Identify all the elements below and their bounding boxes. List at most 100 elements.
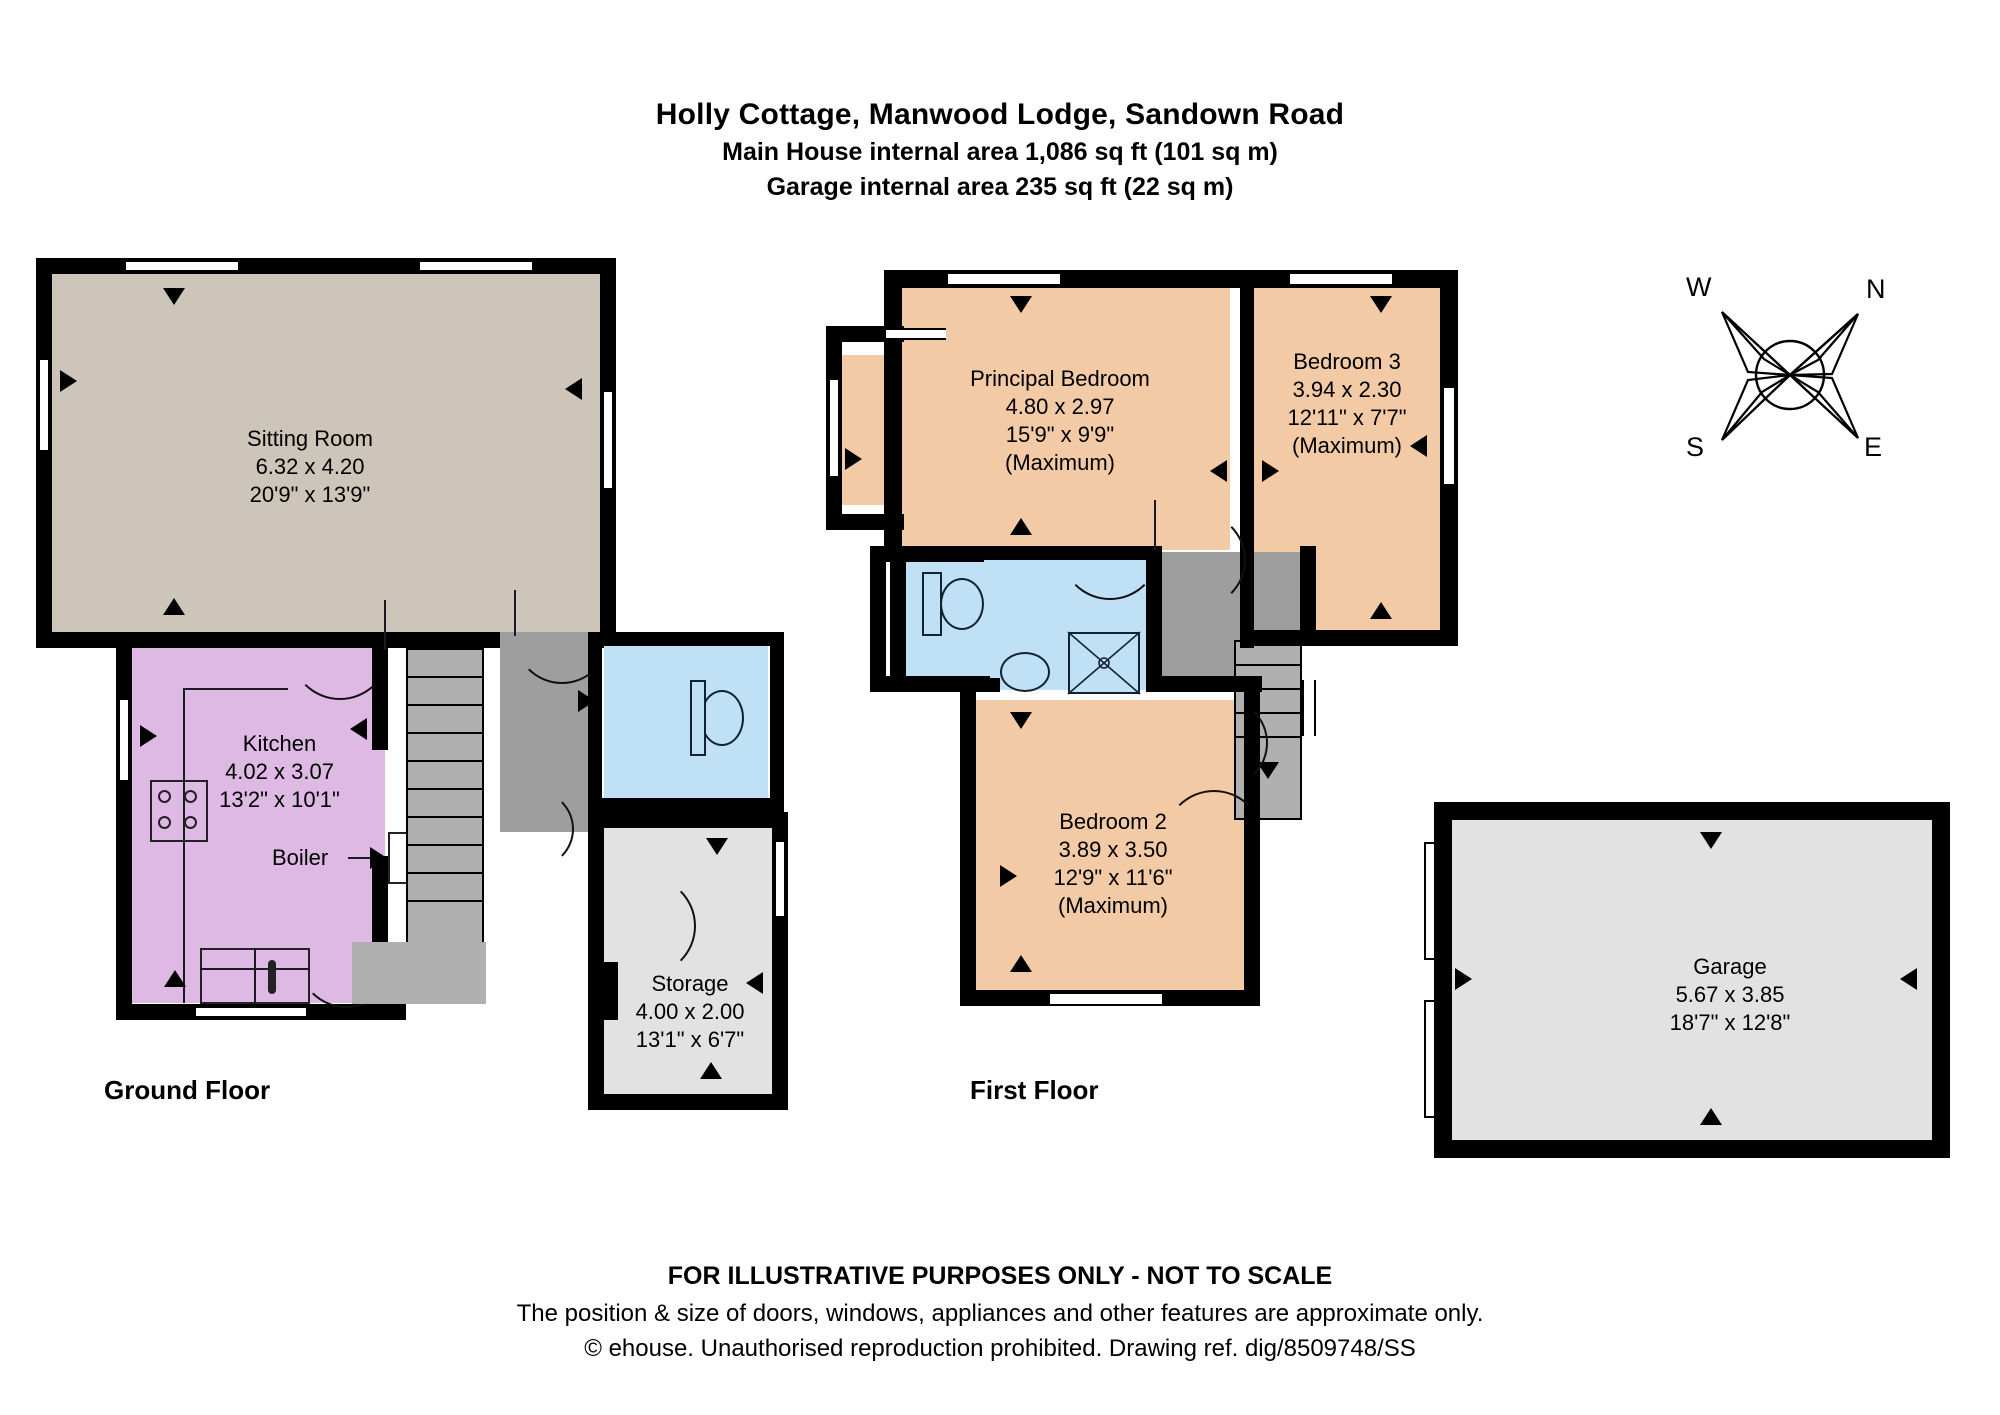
compass-label-north: N bbox=[1866, 274, 1886, 304]
compass-label-east: E bbox=[1864, 432, 1883, 462]
hob-burner-icon bbox=[184, 816, 197, 829]
boiler-label: Boiler bbox=[272, 845, 329, 870]
wall bbox=[890, 546, 906, 692]
wall bbox=[588, 1094, 788, 1110]
dimension-arrow bbox=[1370, 296, 1392, 313]
wall bbox=[588, 632, 602, 812]
staircase-ground bbox=[406, 648, 484, 948]
window bbox=[118, 700, 130, 780]
boiler-pointer-arrow bbox=[370, 847, 387, 869]
room-sitting-room bbox=[46, 270, 606, 635]
stair-direction-arrow bbox=[1257, 762, 1279, 779]
toilet-icon bbox=[700, 690, 744, 746]
stair-tread bbox=[1234, 736, 1302, 738]
footer-copyright: © ehouse. Unauthorised reproduction proh… bbox=[584, 1335, 1416, 1363]
hob-burner-icon bbox=[158, 816, 171, 829]
door-arc bbox=[496, 790, 574, 868]
window bbox=[38, 360, 50, 450]
stair-tread bbox=[406, 788, 484, 790]
compass-label-west: W bbox=[1686, 272, 1712, 302]
room-label-kitchen: Kitchen 4.02 x 3.07 13'2" x 10'1" bbox=[219, 731, 340, 813]
dimension-arrow bbox=[1700, 1108, 1722, 1125]
stair-tread bbox=[406, 844, 484, 846]
stair-tread bbox=[406, 760, 484, 762]
door-arc bbox=[1060, 500, 1160, 600]
dimension-arrow bbox=[164, 970, 186, 987]
wall bbox=[588, 798, 784, 812]
room-label-garage: Garage 5.67 x 3.85 18'7" x 12'8" bbox=[1669, 954, 1791, 1036]
stair-tread bbox=[406, 732, 484, 734]
basin-icon bbox=[1000, 652, 1050, 692]
toilet-cistern-icon bbox=[690, 680, 706, 756]
stair-tread bbox=[1234, 688, 1302, 690]
ground-floor-caption: Ground Floor bbox=[104, 1075, 271, 1105]
compass-label-south: S bbox=[1686, 432, 1705, 462]
first-floor-caption: First Floor bbox=[970, 1075, 1099, 1105]
door-jamb bbox=[590, 962, 618, 1020]
wall bbox=[116, 640, 132, 1020]
dimension-arrow bbox=[1210, 460, 1227, 482]
door-arc bbox=[596, 876, 696, 976]
wall bbox=[770, 632, 784, 812]
hob-appliance bbox=[150, 780, 208, 842]
wall bbox=[1434, 802, 1452, 1158]
hob-burner-icon bbox=[184, 790, 197, 803]
footer-disclaimer-title: FOR ILLUSTRATIVE PURPOSES ONLY - NOT TO … bbox=[667, 1262, 1333, 1290]
compass-icon bbox=[1720, 311, 1860, 441]
door-arc bbox=[290, 600, 390, 700]
dimension-arrow bbox=[163, 598, 185, 615]
room-principal-bedroom bbox=[900, 288, 1230, 550]
wall bbox=[870, 546, 886, 692]
dimension-arrow bbox=[1010, 296, 1032, 313]
plan-header: Holly Cottage, Manwood Lodge, Sandown Ro… bbox=[0, 95, 2000, 206]
window bbox=[774, 842, 786, 916]
garage-door bbox=[1424, 842, 1436, 960]
dimension-arrow bbox=[1700, 832, 1722, 849]
wall bbox=[890, 678, 1000, 692]
door-leaf bbox=[384, 600, 386, 650]
wall bbox=[960, 676, 976, 1006]
dimension-arrow bbox=[1370, 602, 1392, 619]
window bbox=[602, 392, 614, 488]
door-leaf bbox=[514, 590, 516, 636]
stair-tread bbox=[406, 816, 484, 818]
wall bbox=[1932, 802, 1950, 1158]
shower-cross-icon bbox=[1067, 631, 1141, 695]
dimension-arrow bbox=[1000, 865, 1017, 887]
dimension-arrow bbox=[140, 725, 157, 747]
sink-tap-icon bbox=[268, 960, 276, 994]
dimension-arrow bbox=[163, 288, 185, 305]
wall bbox=[826, 326, 904, 342]
room-label-bedroom-2: Bedroom 2 3.89 x 3.50 12'9" x 11'6" (Max… bbox=[1053, 809, 1173, 919]
toilet-cistern-icon bbox=[922, 572, 942, 636]
dimension-arrow bbox=[60, 370, 77, 392]
partition-line bbox=[183, 688, 185, 1003]
dimension-arrow bbox=[1410, 435, 1427, 457]
window bbox=[1050, 992, 1162, 1006]
window bbox=[948, 272, 1060, 286]
stair-tread bbox=[406, 900, 484, 902]
dimension-arrow bbox=[1010, 955, 1032, 972]
page-title: Holly Cottage, Manwood Lodge, Sandown Ro… bbox=[655, 98, 1345, 131]
door-arc bbox=[1150, 512, 1246, 608]
door-arc bbox=[514, 588, 610, 684]
stair-tread bbox=[406, 676, 484, 678]
stair-tread bbox=[406, 872, 484, 874]
window bbox=[1290, 272, 1392, 286]
window bbox=[1302, 680, 1316, 736]
window bbox=[126, 260, 238, 272]
door-arc bbox=[1164, 790, 1264, 890]
dimension-arrow bbox=[1262, 460, 1279, 482]
room-label-principal-bedroom: Principal Bedroom 4.80 x 2.97 15'9" x 9'… bbox=[970, 366, 1150, 476]
room-label-sitting-room: Sitting Room 6.32 x 4.20 20'9" x 13'9" bbox=[247, 426, 373, 508]
wall bbox=[1300, 546, 1316, 646]
dimension-arrow bbox=[565, 378, 582, 400]
room-garage bbox=[1452, 820, 1932, 1140]
boiler-leader-line bbox=[348, 857, 386, 859]
hall-passage bbox=[352, 942, 486, 1004]
wall bbox=[826, 514, 904, 530]
wall bbox=[1434, 1140, 1950, 1158]
wall bbox=[588, 812, 788, 828]
door-arc bbox=[1178, 698, 1268, 788]
